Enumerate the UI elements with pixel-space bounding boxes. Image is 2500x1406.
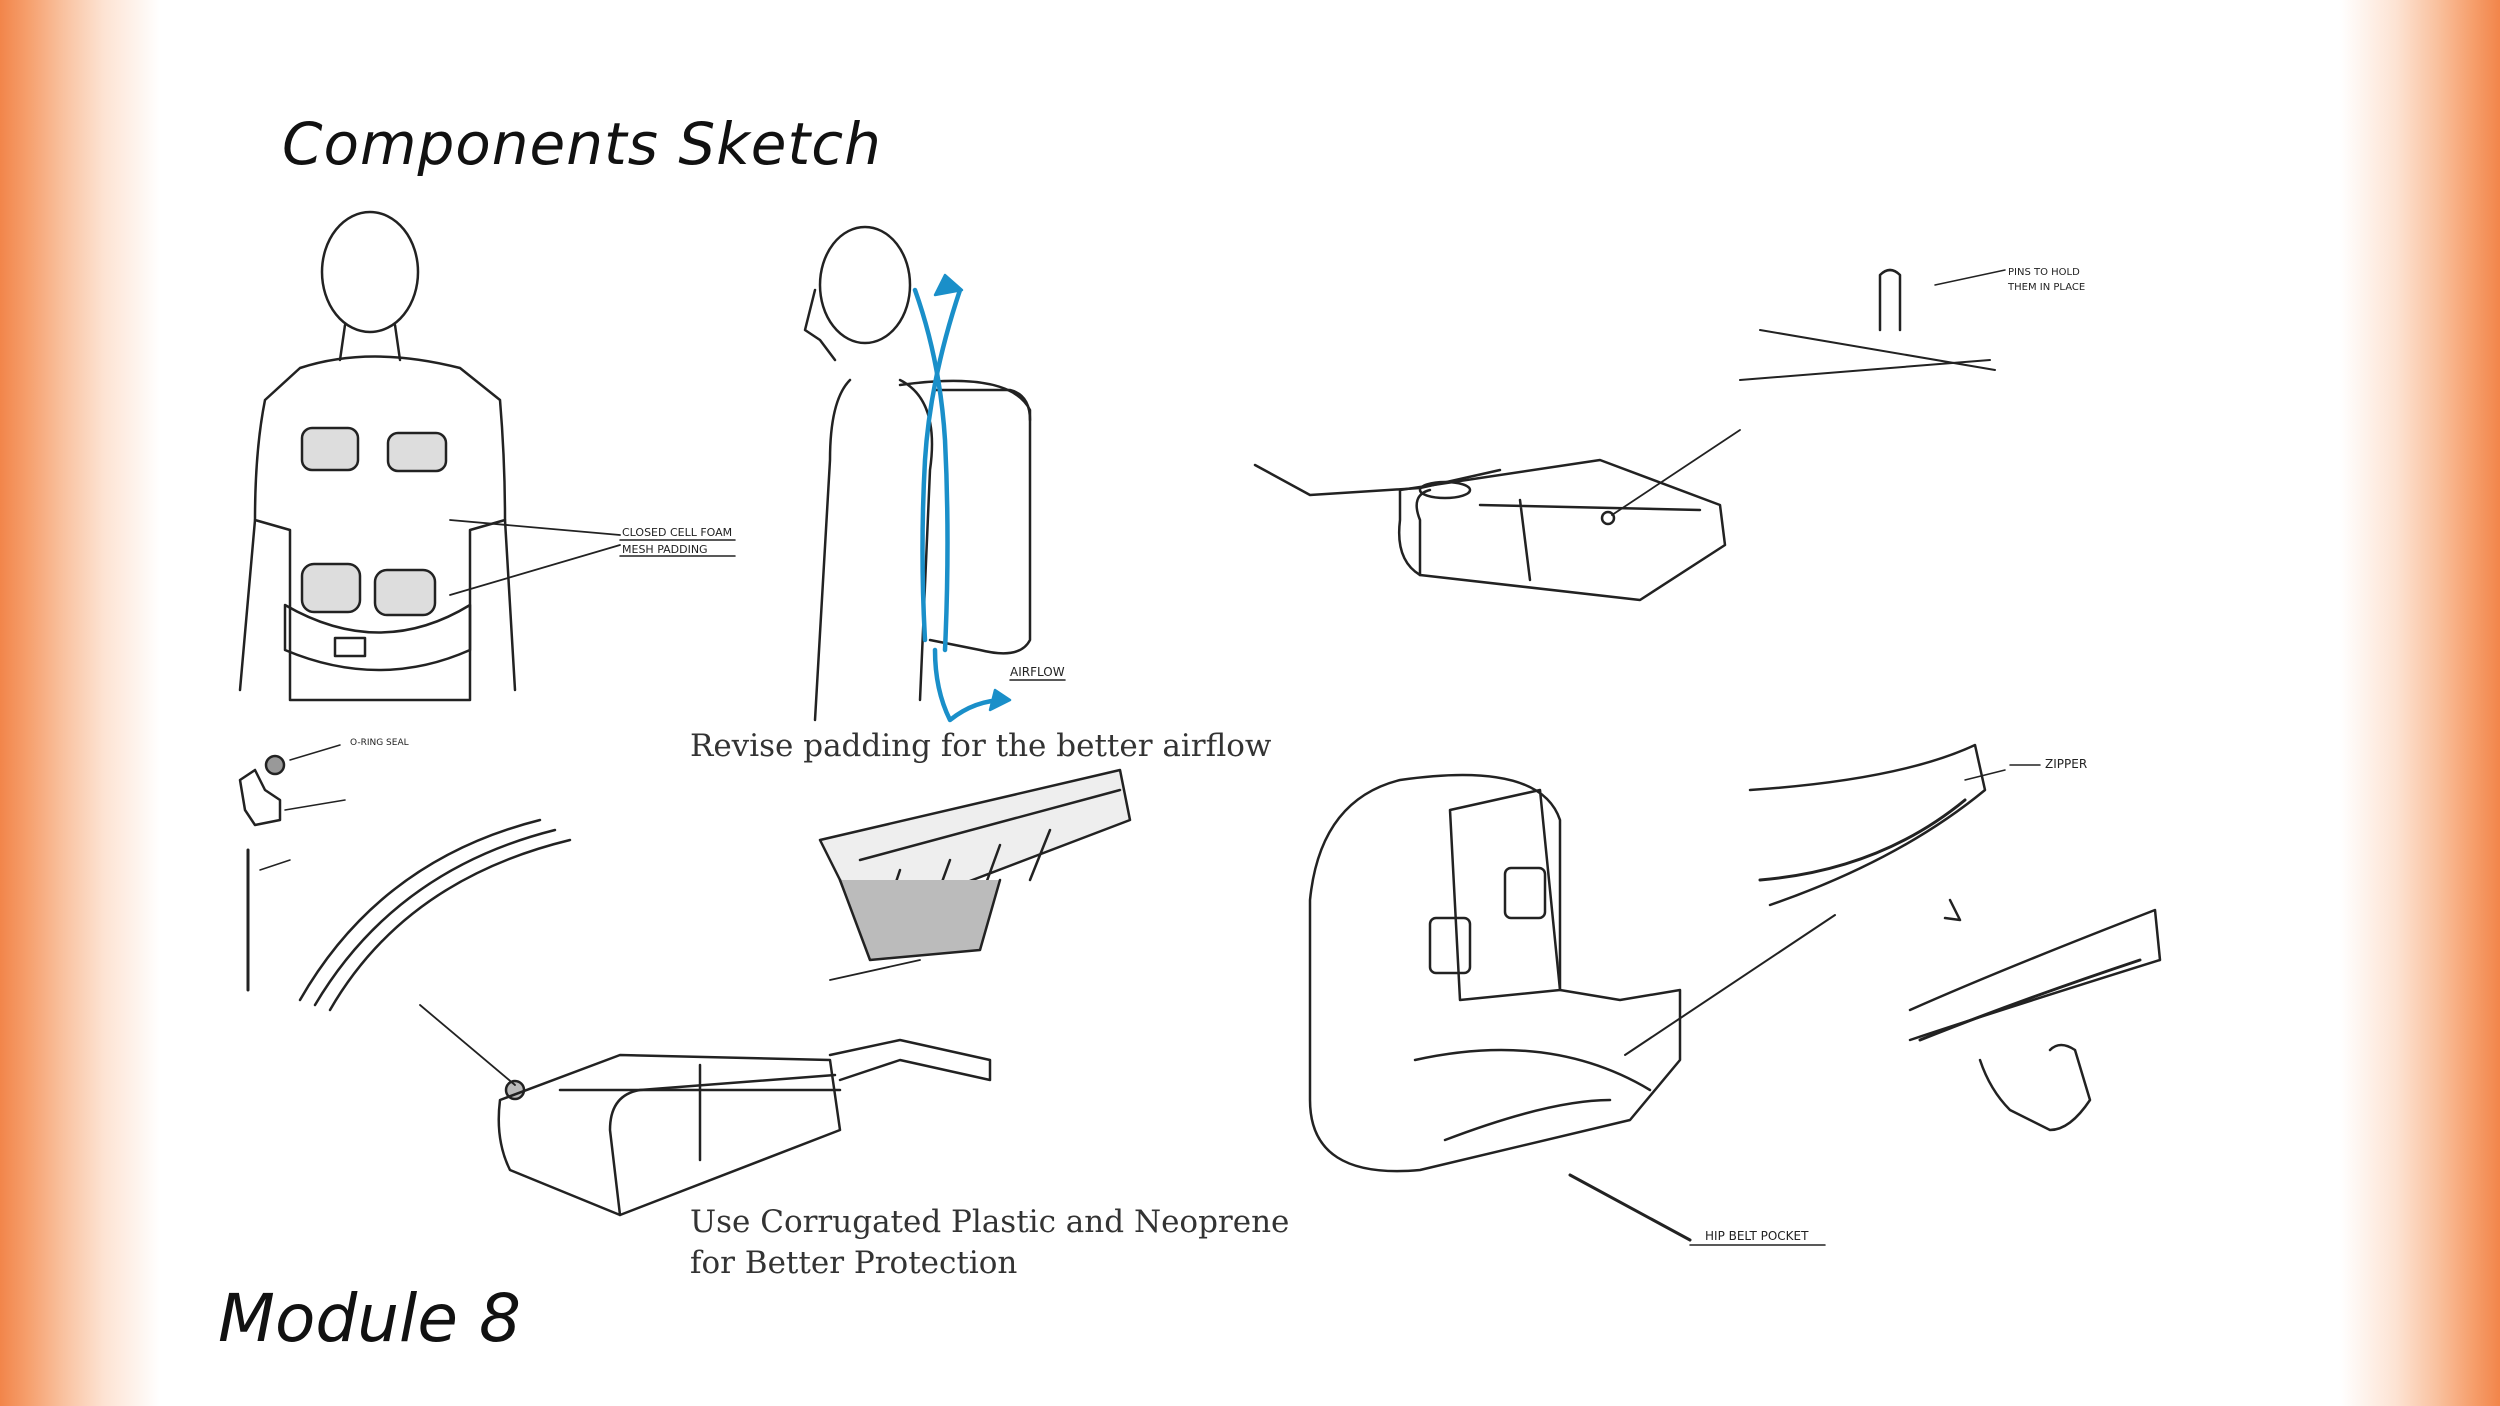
module-label: Module 8 (218, 1280, 521, 1357)
hip-belt-label: HIP BELT POCKET (1705, 1229, 1809, 1243)
pins-label-line1: PINS TO HOLD (2008, 267, 2080, 278)
zipper-detail-sketch (1748, 743, 2162, 1132)
zipper-label: ZIPPER (2045, 757, 2087, 771)
foam-label: CLOSED CELL FOAM (622, 526, 732, 539)
lid-box-sketch-top (1253, 268, 2006, 602)
caption-protection: Use Corrugated Plastic and Neoprene for … (690, 1202, 1289, 1284)
caption-airflow: Revise padding for the better airflow (690, 728, 1272, 764)
backpack-hip-pocket-sketch (1308, 773, 1836, 1246)
right-edge-decoration (2340, 0, 2500, 1406)
caption-protection-line2: for Better Protection (690, 1245, 1018, 1281)
pins-label-line2: THEM IN PLACE (2007, 282, 2085, 293)
corrugated-sketch (818, 768, 1132, 962)
mesh-label: MESH PADDING (622, 543, 708, 556)
airflow-label: AIRFLOW (1010, 665, 1065, 679)
lid-box-sketch-bottom (419, 959, 992, 1217)
seal-detail-sketch (238, 744, 572, 1012)
caption-protection-line1: Use Corrugated Plastic and Neoprene (690, 1204, 1290, 1240)
slide-title: Components Sketch (282, 110, 882, 178)
oring-label: O-RING SEAL (350, 738, 409, 748)
left-edge-decoration (0, 0, 160, 1406)
front-figure-sketch (238, 210, 736, 702)
